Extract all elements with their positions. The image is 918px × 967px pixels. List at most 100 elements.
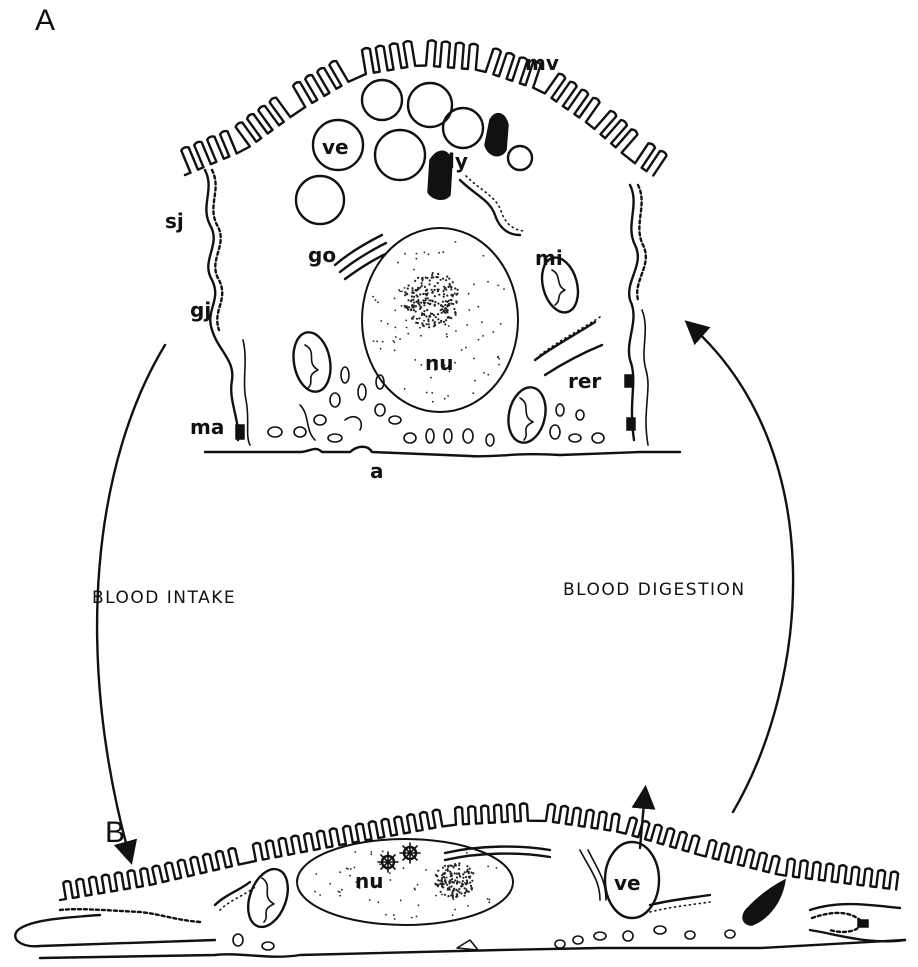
chromatin-dot <box>450 288 452 290</box>
chromatin-dot <box>451 865 453 867</box>
label-ma: ma <box>190 415 224 439</box>
chromatin-dot <box>444 880 446 882</box>
chromatin-dot <box>466 852 468 854</box>
chromatin-dot <box>441 894 443 896</box>
chromatin-dot <box>444 894 446 896</box>
chromatin-dot <box>420 364 422 366</box>
chromatin-dot <box>416 253 418 255</box>
mitochondrion <box>289 329 335 394</box>
chromatin-dot <box>412 289 414 291</box>
chromatin-dot <box>442 886 444 888</box>
chromatin-dot <box>425 297 427 299</box>
chromatin-dot <box>401 305 403 307</box>
chromatin-dot <box>382 851 384 853</box>
lysosome-b <box>743 880 785 925</box>
chromatin-dot <box>444 304 446 306</box>
nucleus <box>362 228 518 412</box>
chromatin-dot <box>435 276 437 278</box>
chromatin-dot <box>440 891 442 893</box>
chromatin-dot <box>339 895 341 897</box>
chromatin-dot <box>445 300 447 302</box>
chromatin-dot <box>454 879 456 881</box>
chromatin-dot <box>440 321 442 323</box>
chromatin-dot <box>465 890 467 892</box>
chromatin-dot <box>426 323 428 325</box>
macula-adherens-left <box>236 425 244 439</box>
chromatin-dot <box>449 881 451 883</box>
chromatin-dot <box>498 364 500 366</box>
vesicle <box>443 108 483 148</box>
chromatin-dot <box>429 279 431 281</box>
vesicle <box>362 80 402 120</box>
chromatin-dot <box>329 883 331 885</box>
chromatin-dot <box>419 286 421 288</box>
chromatin-dot <box>443 883 445 885</box>
chromatin-dot <box>440 883 442 885</box>
chromatin-dot <box>398 289 400 291</box>
chromatin-dot <box>387 323 389 325</box>
chromatin-dot <box>456 876 458 878</box>
chromatin-dot <box>464 887 466 889</box>
chromatin-dot <box>466 888 468 890</box>
chromatin-dot <box>425 315 427 317</box>
chromatin-dot <box>434 285 436 287</box>
chromatin-dot <box>339 871 341 873</box>
label-ly: ly <box>448 149 468 173</box>
chromatin-dot <box>424 286 426 288</box>
chromatin-dot <box>416 318 418 320</box>
chromatin-dot <box>449 871 451 873</box>
chromatin-dot <box>457 289 459 291</box>
chromatin-dot <box>446 276 448 278</box>
chromatin-dot <box>404 287 406 289</box>
label-ve-b: ve <box>614 871 641 895</box>
chromatin-dot <box>443 296 445 298</box>
basal-labyrinth-b <box>233 926 735 950</box>
chromatin-dot <box>435 895 437 897</box>
chromatin-dot <box>443 321 445 323</box>
chromatin-dot <box>432 291 434 293</box>
chromatin-dot <box>492 331 494 333</box>
chromatin-dot <box>458 888 460 890</box>
chromatin-dot <box>394 297 396 299</box>
chromatin-dot <box>466 324 468 326</box>
label-ve: ve <box>322 135 349 159</box>
chromatin-dot <box>441 312 443 314</box>
chromatin-dot <box>417 296 419 298</box>
chromatin-dot <box>415 310 417 312</box>
chromatin-dot <box>417 884 419 886</box>
chromatin-dot <box>487 866 489 868</box>
chromatin-dot <box>415 289 417 291</box>
chromatin-dot <box>314 891 316 893</box>
chromatin-dot <box>415 301 417 303</box>
chromatin-dot <box>445 319 447 321</box>
chromatin-dot <box>464 871 466 873</box>
chromatin-dot <box>446 877 448 879</box>
chromatin-dot <box>469 876 471 878</box>
chromatin-dot <box>429 300 431 302</box>
chromatin-dot <box>414 359 416 361</box>
chromatin-dot <box>423 304 425 306</box>
chromatin-dot <box>452 281 454 283</box>
chromatin-dot <box>440 304 442 306</box>
chromatin-dot <box>428 253 430 255</box>
blood-digestion-label: BLOOD DIGESTION <box>563 580 746 600</box>
chromatin-dot <box>438 252 440 254</box>
chromatin-dot <box>458 881 460 883</box>
chromatin-dot <box>478 339 480 341</box>
chromatin-dot <box>419 308 421 310</box>
chromatin-dot <box>449 284 451 286</box>
label-a: a <box>370 459 384 483</box>
chromatin-dot <box>468 872 470 874</box>
chromatin-dot <box>444 877 446 879</box>
chromatin-dot <box>434 289 436 291</box>
label-mv: mv <box>525 51 559 75</box>
chromatin-dot <box>481 321 483 323</box>
blood-digestion-arrow: BLOOD DIGESTION <box>563 325 793 812</box>
chromatin-dot <box>423 310 425 312</box>
chromatin-dot <box>482 335 484 337</box>
chromatin-dot <box>392 340 394 342</box>
chromatin-dot <box>417 277 419 279</box>
chromatin-dot <box>435 316 437 318</box>
chromatin-dot <box>411 292 413 294</box>
chromatin-dot <box>503 288 505 290</box>
